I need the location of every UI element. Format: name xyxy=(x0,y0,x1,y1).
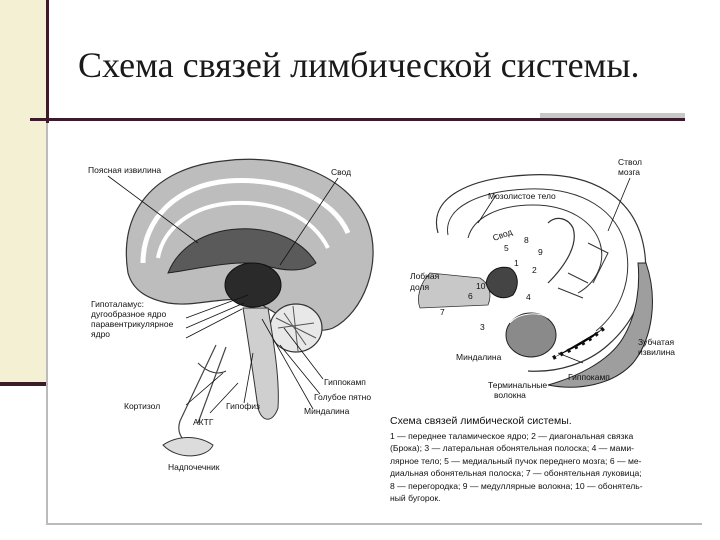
slide-left-bar-end xyxy=(0,382,49,386)
caption-line: 1 — переднее таламическое ядро; 2 — диаг… xyxy=(390,431,634,441)
marker-8: 8 xyxy=(524,235,529,245)
label-hypothalamus: Гипоталамус: xyxy=(91,299,144,309)
marker-9: 9 xyxy=(538,247,543,257)
marker-6: 6 xyxy=(468,291,473,301)
label-brainstem-1: Ствол xyxy=(618,157,642,167)
marker-7: 7 xyxy=(440,307,445,317)
left-brain-labels: Поясная извилина Свод Гипоталамус: дугоо… xyxy=(88,165,371,472)
label-adrenal: Надпочечник xyxy=(168,462,220,472)
figure-panel: Поясная извилина Свод Гипоталамус: дугоо… xyxy=(46,123,702,525)
marker-4: 4 xyxy=(526,292,531,302)
label-hippocampus-left: Гиппокамп xyxy=(324,377,366,387)
label-terminal-fibers-2: волокна xyxy=(494,390,526,400)
marker-10: 10 xyxy=(476,281,486,291)
label-terminal-fibers-1: Терминальные xyxy=(488,380,547,390)
label-dentate-gyrus-1: Зубчатая xyxy=(638,337,675,347)
caption-line: 8 — перегородка; 9 — медуллярные волокна… xyxy=(390,480,643,491)
marker-5: 5 xyxy=(504,243,509,253)
marker-2: 2 xyxy=(532,265,537,275)
caption-line: ный бугорок. xyxy=(390,493,441,504)
label-corpus-callosum: Мозолистое тело xyxy=(488,191,556,201)
label-acth: АКТГ xyxy=(193,417,214,427)
right-brain-labels: Ствол мозга Мозолистое тело Свод Лобная … xyxy=(410,157,675,400)
marker-1: 1 xyxy=(514,258,519,268)
label-frontal-lobe-1: Лобная xyxy=(410,271,440,281)
label-cortisol: Кортизол xyxy=(124,401,160,411)
caption-line: (Брока); 3 — латеральная обонятельная по… xyxy=(390,443,635,454)
title-rule-accent xyxy=(540,113,685,119)
label-arcuate-nucleus: дугообразное ядро xyxy=(91,309,167,319)
label-brainstem-2: мозга xyxy=(618,167,640,177)
label-cingulate-gyrus: Поясная извилина xyxy=(88,165,161,175)
label-paraventricular: паравентрикулярное xyxy=(91,319,174,329)
label-frontal-lobe-2: доля xyxy=(410,282,429,292)
label-hippocampus-right: Гиппокамп xyxy=(568,372,610,382)
label-nucleus: ядро xyxy=(91,329,110,339)
caption-line: лярное тело; 5 — медиальный пучок передн… xyxy=(390,455,642,466)
figure-caption: Схема связей лимбической системы. 1 — пе… xyxy=(390,415,690,504)
label-locus-coeruleus: Голубое пятно xyxy=(314,392,371,402)
label-pituitary: Гипофиз xyxy=(226,401,260,411)
caption-title: Схема связей лимбической системы. xyxy=(390,415,572,427)
right-brain-diagram xyxy=(418,174,653,388)
marker-3: 3 xyxy=(480,322,485,332)
slide-title: Схема связей лимбической системы. xyxy=(78,45,640,85)
caption-body: 1 — переднее таламическое ядро; 2 — диаг… xyxy=(390,430,690,504)
label-amygdala-right: Миндалина xyxy=(456,352,502,362)
title-rule xyxy=(30,118,685,121)
label-dentate-gyrus-2: извилина xyxy=(638,347,675,357)
left-brain-diagram xyxy=(107,158,374,457)
caption-line: диальная обонятельная полоска; 7 — обоня… xyxy=(390,468,642,479)
label-fornix-right: Свод xyxy=(491,227,513,243)
figure-drawing: Поясная извилина Свод Гипоталамус: дугоо… xyxy=(88,157,675,472)
label-amygdala-left: Миндалина xyxy=(304,406,350,416)
label-fornix-left: Свод xyxy=(331,167,351,177)
slide-left-accent xyxy=(0,0,46,386)
